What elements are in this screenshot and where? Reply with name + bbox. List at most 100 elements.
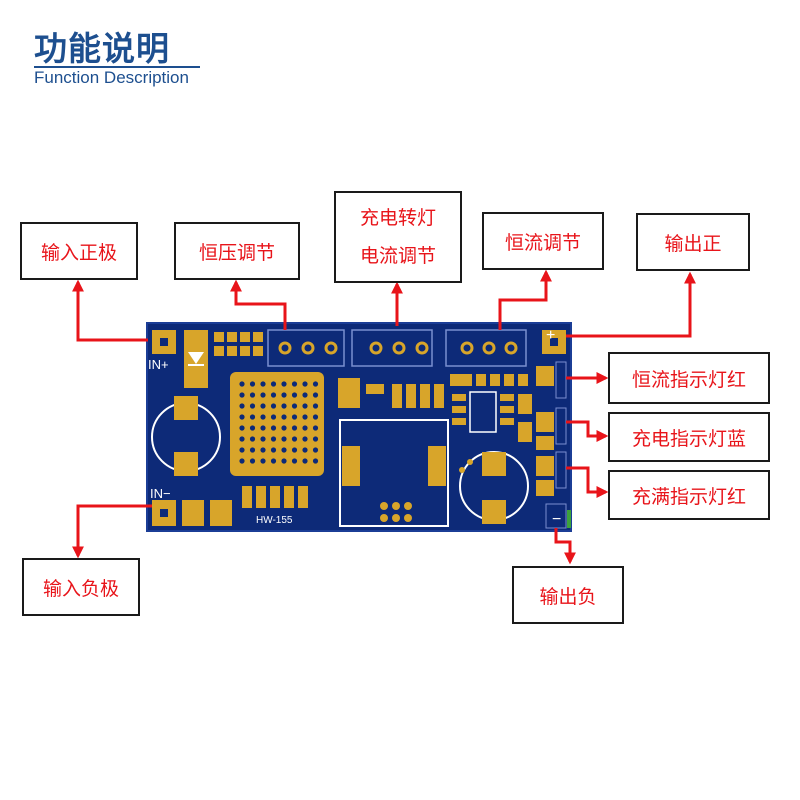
via-hole	[260, 436, 266, 442]
via-hole	[312, 392, 319, 398]
via-hole	[291, 436, 298, 442]
via-hole	[260, 447, 266, 453]
via-hole	[302, 403, 308, 409]
charge-potentiometer	[351, 329, 433, 367]
via-hole	[260, 403, 266, 409]
pcb-board	[146, 322, 572, 532]
via-hole	[239, 447, 245, 453]
via-hole	[312, 381, 319, 387]
led-full-red	[536, 456, 554, 476]
via-hole	[291, 392, 298, 398]
via-hole	[270, 447, 277, 453]
via-hole	[249, 403, 256, 409]
arrow-input-positive	[72, 279, 148, 342]
via-hole	[281, 403, 287, 409]
label-output-negative: 输出负	[512, 566, 624, 624]
via-hole	[270, 403, 277, 409]
via-hole	[281, 414, 287, 420]
arrow-output-positive	[566, 271, 696, 338]
via-hole	[291, 425, 298, 431]
label-charge-indicator-blue: 充电指示灯蓝	[608, 412, 770, 462]
via-hole	[260, 392, 266, 398]
via-hole	[249, 425, 256, 431]
via-hole	[270, 458, 277, 464]
via-hole	[239, 381, 245, 387]
in-minus-text: IN−	[150, 486, 171, 501]
via-hole	[302, 414, 308, 420]
via-hole	[249, 392, 256, 398]
via-hole	[302, 392, 308, 398]
arrow-full-indicator	[566, 466, 609, 498]
callout-arrows	[72, 269, 696, 565]
via-hole	[302, 381, 308, 387]
via-hole	[312, 403, 319, 409]
arrow-cv-adjust	[230, 279, 287, 330]
via-hole	[312, 436, 319, 442]
via-hole	[312, 425, 319, 431]
via-hole	[270, 414, 277, 420]
via-hole	[270, 436, 277, 442]
via-hole	[249, 414, 256, 420]
via-hole	[281, 392, 287, 398]
via-hole	[249, 447, 256, 453]
in-plus-text: IN+	[148, 357, 169, 372]
via-hole	[291, 447, 298, 453]
via-hole	[312, 414, 319, 420]
arrow-charge-indicator	[566, 420, 609, 442]
label-charge-switch-line2: 电流调节	[359, 245, 436, 267]
via-hole	[302, 425, 308, 431]
via-hole	[270, 381, 277, 387]
via-hole	[260, 414, 266, 420]
label-output-positive: 输出正	[636, 213, 750, 271]
label-input-negative: 输入负极	[22, 558, 140, 616]
page-subtitle: Function Description	[34, 68, 189, 87]
label-full-indicator-red: 充满指示灯红	[608, 470, 770, 520]
via-hole	[270, 392, 277, 398]
via-hole	[281, 425, 287, 431]
via-hole	[312, 458, 319, 464]
via-hole	[281, 381, 287, 387]
via-hole	[270, 425, 277, 431]
via-hole	[239, 425, 245, 431]
led-cc-red	[536, 366, 554, 386]
via-hole	[291, 414, 298, 420]
cv-potentiometer	[267, 329, 345, 367]
out-minus-text: −	[552, 511, 561, 528]
via-hole	[260, 458, 266, 464]
via-hole	[260, 425, 266, 431]
title-divider	[34, 66, 200, 68]
led-charge-blue	[536, 412, 554, 432]
via-hole	[302, 436, 308, 442]
via-hole	[291, 458, 298, 464]
arrow-output-negative	[554, 528, 576, 565]
via-hole	[239, 392, 245, 398]
via-hole	[291, 381, 298, 387]
via-hole	[302, 458, 308, 464]
via-hole	[302, 447, 308, 453]
arrow-input-negative	[72, 504, 152, 559]
via-hole	[281, 436, 287, 442]
label-input-positive: 输入正极	[20, 222, 138, 280]
board-model: HW-155	[256, 515, 293, 526]
via-hole	[281, 447, 287, 453]
label-charge-switch: 充电转灯 电流调节	[334, 191, 462, 283]
via-hole	[281, 458, 287, 464]
main-ic	[339, 419, 449, 527]
label-charge-switch-line1: 充电转灯	[359, 207, 436, 229]
label-cc-indicator-red: 恒流指示灯红	[608, 352, 770, 404]
out-plus-text: +	[546, 327, 555, 344]
via-hole	[249, 381, 256, 387]
label-cc-adjust: 恒流调节	[482, 212, 604, 270]
via-hole	[239, 403, 245, 409]
via-hole	[260, 381, 266, 387]
via-hole	[239, 436, 245, 442]
via-hole	[291, 403, 298, 409]
via-hole	[239, 458, 245, 464]
page-title: 功能说明	[34, 29, 170, 68]
via-hole	[312, 447, 319, 453]
label-cv-adjust: 恒压调节	[174, 222, 300, 280]
via-hole	[239, 414, 245, 420]
arrow-cc-adjust	[498, 269, 552, 330]
cc-potentiometer	[445, 329, 527, 367]
